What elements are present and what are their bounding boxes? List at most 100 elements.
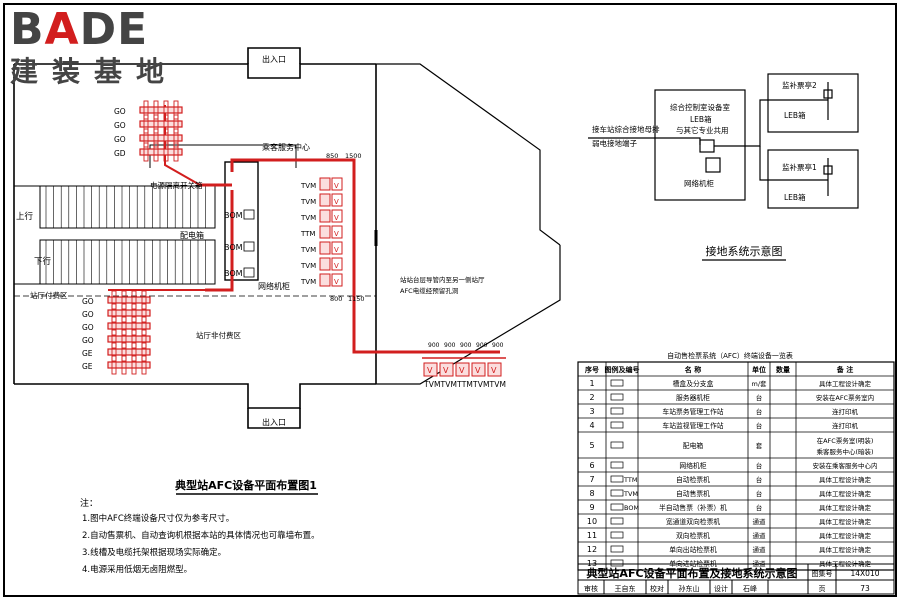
table-cell-unit: 通道 — [753, 517, 767, 526]
gate-label: GE — [82, 349, 93, 358]
gate-leaf — [143, 100, 149, 120]
network-cabinet-label: 网络机柜 — [258, 281, 290, 291]
isolation-box-label: 电源隔离开关箱 — [150, 180, 203, 190]
atlas-number: 14X010 — [851, 569, 880, 578]
table-cell-legend: TTM — [623, 476, 637, 484]
gate-leaf — [163, 128, 169, 148]
tvm-body — [319, 177, 331, 191]
gate-leaf — [141, 316, 147, 336]
terminal-label-2: 弱电接地端子 — [592, 138, 637, 148]
gate-leaf — [173, 142, 179, 162]
designer-name: 石峰 — [743, 584, 757, 593]
logo-letter-b: B — [10, 4, 45, 55]
control-room-label-2: LEB箱 — [690, 114, 712, 124]
table-cell-legend: TVM — [623, 490, 638, 498]
up-label: 上行 — [16, 211, 34, 222]
table-cell-no: 5 — [589, 441, 594, 450]
gate-unit — [107, 348, 151, 356]
table-cell-remark: 具体工程设计确定 — [819, 489, 872, 498]
gate-leaf — [131, 342, 137, 362]
gate-unit — [107, 309, 151, 317]
table-cell-remark: 具体工程设计确定 — [819, 531, 872, 540]
table-cell-no: 9 — [589, 503, 594, 512]
escalator-up — [39, 185, 216, 229]
entrance-bottom-label: 出入口 — [262, 417, 286, 427]
service-center-booth — [224, 161, 259, 281]
design-label: 设计 — [714, 584, 728, 593]
bom-label: BOM — [224, 211, 243, 220]
tvm-body — [319, 209, 331, 223]
tvm-bottom-glyph: V — [427, 366, 433, 375]
title-block-frame — [577, 563, 895, 595]
tvm-bottom-glyph: V — [491, 366, 497, 375]
table-cell-name: 槽盒及分支盒 — [673, 379, 714, 388]
table-cell-unit: 台 — [756, 407, 763, 416]
leb-1-symbol — [823, 165, 833, 175]
escalator-down — [39, 239, 216, 285]
gate-leaf — [111, 303, 117, 323]
table-cell-name: 配电箱 — [683, 441, 704, 450]
plan-title: 典型站AFC设备平面布置图1 — [175, 478, 317, 492]
gate-leaf — [163, 100, 169, 120]
table-cell-no: 4 — [589, 421, 594, 430]
table-cell-name: 单向出站检票机 — [669, 545, 717, 554]
reviewer-name: 王自东 — [615, 584, 636, 593]
table-cell-legend: BOM — [624, 504, 639, 512]
booth-2-label: 监补票亭2 — [782, 80, 817, 90]
cable-branch-bottom — [205, 190, 234, 292]
booth-1-label: 监补票亭1 — [782, 162, 817, 172]
table-legend-icon — [610, 531, 624, 539]
gate-leaf — [141, 329, 147, 349]
tvm-screen — [331, 273, 343, 287]
table-cell-unit: 台 — [756, 421, 763, 430]
gate-label: GD — [114, 149, 126, 158]
table-cell-name: 自动检票机 — [676, 475, 710, 484]
table-cell-no: 11 — [587, 531, 597, 540]
table-header-cell: 序号 — [584, 365, 599, 374]
unpaid-area-label: 站厅非付费区 — [196, 330, 241, 340]
terminal-label-1: 接车站综合接地母排 — [592, 124, 660, 134]
gate-unit — [107, 335, 151, 343]
dim-800: 800 — [330, 295, 342, 303]
table-cell-name: 网络机柜 — [679, 461, 706, 470]
tvm-glyph: V — [334, 278, 339, 286]
sheet-border — [3, 3, 897, 597]
page-number: 73 — [860, 584, 870, 593]
gate-unit — [139, 120, 183, 128]
tvm-glyph: V — [334, 262, 339, 270]
tvm-body — [319, 257, 331, 271]
check-label: 校对 — [650, 584, 664, 593]
plan-wall-top — [14, 63, 376, 79]
gate-unit — [139, 106, 183, 114]
tvm-bottom-unit — [439, 362, 454, 377]
bom-symbol — [243, 267, 255, 278]
gate-leaf — [143, 114, 149, 134]
distribution-box-label: 配电箱 — [180, 230, 204, 240]
dim-900: 900 — [428, 342, 440, 349]
gate-unit — [107, 296, 151, 304]
table-cell-no: 1 — [589, 379, 594, 388]
dim-900: 900 — [492, 342, 504, 349]
gate-leaf — [173, 100, 179, 120]
tvm-glyph: V — [334, 230, 339, 238]
table-cell-unit: 台 — [756, 489, 763, 498]
table-cell-name: 车站票务管理工作站 — [662, 407, 723, 416]
tvm-body — [319, 193, 331, 207]
table-cell-unit: m/套 — [751, 379, 767, 388]
table-legend-icon — [610, 421, 624, 429]
gate-leaf — [131, 329, 137, 349]
gate-leaf — [143, 142, 149, 162]
gate-leaf — [153, 100, 159, 120]
bom-symbol — [243, 209, 255, 220]
bom-label: BOM — [224, 243, 243, 252]
table-cell-unit: 台 — [756, 393, 763, 402]
tvm-bottom-glyph: V — [459, 366, 465, 375]
bom-symbol — [243, 241, 255, 252]
table-cell-no: 12 — [587, 545, 597, 554]
table-cell-remark: 具体工程设计确定 — [819, 517, 872, 526]
gate-leaf — [153, 142, 159, 162]
